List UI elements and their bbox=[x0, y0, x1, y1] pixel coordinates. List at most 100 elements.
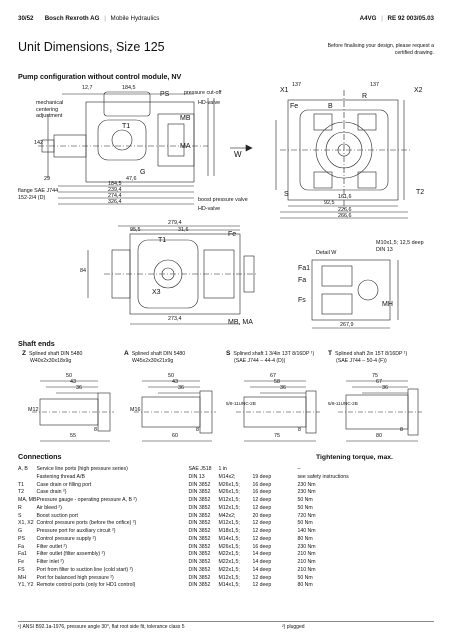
dim-label: 29 bbox=[44, 176, 50, 182]
table-cell-thread: M26x1,5; bbox=[218, 481, 240, 488]
table-cell-torque: 50 Nm bbox=[297, 574, 313, 581]
shaft-dim: M12 bbox=[28, 407, 39, 413]
dim-label: 161,6 bbox=[338, 194, 352, 200]
table-cell-torque: 210 Nm bbox=[297, 566, 316, 573]
table-cell-deep: 12 deep bbox=[252, 528, 272, 534]
shaft-desc: Splined shaft 1 3/4in 13T 8/16DP ¹) bbox=[233, 351, 315, 357]
dim-label: 226,6 bbox=[338, 207, 352, 213]
table-cell-std: DIN 3852 bbox=[188, 566, 211, 573]
table-cell-desc: Filter outlet ²) bbox=[36, 543, 68, 550]
table-cell-deep: 12 deep bbox=[252, 520, 272, 527]
table-cell-torque: 80 Nm bbox=[297, 582, 313, 589]
port-label: T1 bbox=[122, 123, 131, 130]
table-cell-thread: M42x2; bbox=[218, 512, 236, 519]
shaft-dim: 5/8-11UNC-2B bbox=[328, 401, 358, 406]
table-cell-thread: M22x1,5; bbox=[218, 559, 240, 565]
pump-drawing-svg bbox=[38, 90, 410, 329]
table-cell-deep: 16 deep bbox=[252, 543, 272, 550]
table-cell-deep: 12 deep bbox=[252, 574, 272, 581]
dim-label: 47,6 bbox=[126, 176, 137, 182]
table-cell-std: DIN 3852 bbox=[188, 497, 211, 503]
table-cell-thread: M14x1,5; bbox=[218, 535, 240, 542]
side-housing bbox=[97, 119, 147, 161]
doc-name: A4VG bbox=[359, 15, 377, 22]
control-housing bbox=[103, 91, 151, 117]
port-label: MA bbox=[180, 143, 191, 150]
connections-table: A, B Service line ports (high pressure se… bbox=[18, 466, 357, 590]
callout-hd-valve-top: HD-valve bbox=[198, 100, 221, 106]
detail-w-body bbox=[311, 259, 391, 321]
port-label: Fa bbox=[298, 277, 307, 284]
shaft-dim: 43 bbox=[172, 379, 178, 385]
rear-block bbox=[157, 113, 195, 167]
table-cell-std: DIN 3852 bbox=[188, 504, 211, 511]
table-cell-std: DIN 3852 bbox=[188, 481, 211, 488]
shaft-z-drawing bbox=[32, 380, 114, 442]
port-label: Fs bbox=[298, 297, 306, 304]
table-cell-thread: 1 in bbox=[218, 466, 227, 472]
port-label: G bbox=[140, 169, 146, 176]
dim-label: 142 bbox=[34, 140, 43, 146]
shaft-dim: 36 bbox=[76, 385, 82, 391]
table-cell-thread: M14x1,5; bbox=[218, 582, 240, 589]
table-cell-desc: Service line ports (high pressure series… bbox=[36, 466, 128, 472]
table-cell-desc: Fastening thread A/B bbox=[36, 473, 85, 480]
shaft-dim: 50 bbox=[168, 373, 174, 379]
table-cell-std: DIN 3852 bbox=[188, 528, 211, 534]
dim-label: 184,5 bbox=[122, 85, 136, 91]
shaft-spec: W40x2x30x18x9g bbox=[30, 357, 72, 364]
dim-label: 279,4 bbox=[168, 220, 182, 226]
table-cell-std: DIN 3852 bbox=[188, 543, 211, 550]
section-title-shaft-ends: Shaft ends bbox=[18, 339, 55, 348]
port-label: R bbox=[362, 93, 368, 100]
table-cell-p: MH bbox=[18, 574, 27, 581]
callout-hd-valve-bottom: HD-valve bbox=[198, 206, 221, 212]
table-cell-torque: 230 Nm bbox=[297, 481, 316, 488]
dim-label: 326,4 bbox=[108, 199, 122, 205]
shaft-desc: Splined shaft DIN 5480 bbox=[29, 351, 83, 357]
table-cell-torque: 230 Nm bbox=[297, 543, 316, 550]
section-title-pump-config: Pump configuration without control modul… bbox=[18, 72, 182, 81]
port-label: Fe bbox=[228, 231, 237, 238]
table-cell-p: A, B bbox=[18, 466, 28, 472]
dim-label: 137 bbox=[370, 82, 379, 88]
table-cell-deep: 12 deep bbox=[252, 497, 272, 503]
table-cell-std: DIN 3852 bbox=[188, 489, 211, 496]
shaft-letter: A bbox=[124, 350, 129, 357]
table-cell-deep: 12 deep bbox=[252, 504, 272, 511]
port-label: PS bbox=[160, 91, 170, 98]
pump-drawing: mechanical centering adjustment pressure… bbox=[18, 80, 434, 335]
table-cell-p: MA, MB bbox=[18, 497, 37, 503]
table-cell-torque: 210 Nm bbox=[297, 551, 316, 558]
table-cell-deep: 19 deep bbox=[252, 473, 272, 480]
table-cell-desc: Port from filter to suction line (cold s… bbox=[36, 566, 134, 573]
shaft-dim: 80 bbox=[376, 433, 382, 439]
table-cell-p: R bbox=[18, 504, 22, 511]
table-cell-std: DIN 3852 bbox=[188, 551, 211, 558]
table-cell-p: Fa bbox=[18, 543, 25, 550]
table-cell-thread: M12x1,5; bbox=[218, 504, 240, 511]
table-row: A, B Service line ports (high pressure se… bbox=[18, 466, 357, 474]
table-cell-desc: Pressure gauge - operating pressure A, B… bbox=[36, 497, 137, 503]
table-cell-torque: – bbox=[297, 466, 301, 472]
table-cell-std: DIN 3852 bbox=[188, 520, 211, 527]
shaft-spec: (SAE J744 – 44-4 (D)) bbox=[234, 357, 286, 364]
dim-label: 239,4 bbox=[108, 187, 122, 193]
design-note: Before finalising your design, please re… bbox=[327, 43, 434, 56]
dim-label: 12,7 bbox=[82, 85, 93, 91]
flange-side bbox=[53, 134, 87, 158]
callout-mechanical: mechanical centering adjustment bbox=[36, 100, 64, 119]
table-cell-p: PS bbox=[18, 535, 25, 542]
table-cell-deep: 20 deep bbox=[252, 512, 272, 519]
dim-label: 95,5 bbox=[130, 227, 141, 233]
table-cell-thread: M22x1,5; bbox=[218, 551, 240, 558]
